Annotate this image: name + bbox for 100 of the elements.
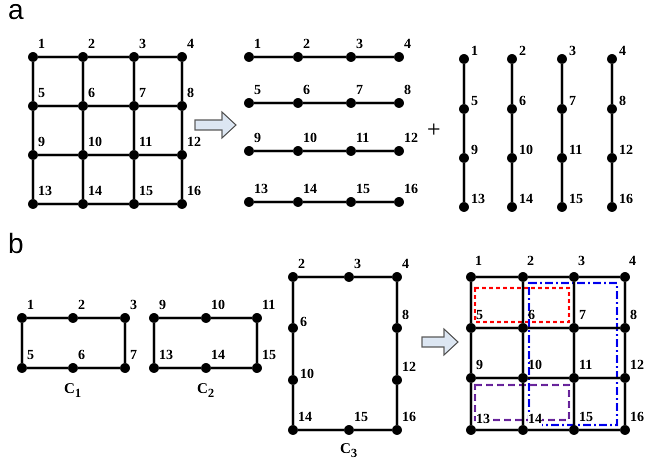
vertex-dot bbox=[346, 197, 356, 207]
vertex-number: 7 bbox=[579, 309, 586, 323]
vertex-number: 4 bbox=[187, 38, 194, 52]
vertex-dot bbox=[459, 104, 469, 114]
edge-line bbox=[152, 323, 156, 363]
edge-line bbox=[159, 366, 201, 370]
edge-line bbox=[139, 202, 177, 206]
vertex-dot bbox=[607, 153, 617, 163]
vertex-number: 5 bbox=[27, 349, 34, 363]
edge-line bbox=[180, 160, 184, 199]
vertex-number: 8 bbox=[402, 309, 409, 323]
edge-line bbox=[38, 56, 78, 58]
vertex-dot bbox=[518, 425, 528, 435]
vertex-dot bbox=[293, 197, 303, 207]
vertex-dot bbox=[28, 101, 38, 111]
edge-line bbox=[78, 366, 120, 370]
edge-line bbox=[38, 202, 78, 206]
vertex-dot bbox=[394, 146, 404, 156]
edge-line bbox=[528, 276, 569, 278]
vertex-dot bbox=[288, 375, 298, 385]
edge-line bbox=[462, 64, 466, 104]
vertex-dot bbox=[149, 313, 159, 323]
vertex-number: 11 bbox=[356, 132, 370, 146]
edge-line bbox=[303, 200, 346, 204]
edge-line bbox=[82, 111, 84, 150]
vertex-number: 9 bbox=[476, 359, 483, 373]
vertex-number: 6 bbox=[303, 84, 310, 98]
edge-line bbox=[256, 323, 258, 363]
vertex-number: 10 bbox=[528, 359, 542, 373]
vertex-dot bbox=[244, 52, 254, 62]
vertex-dot bbox=[177, 101, 187, 111]
edge-line bbox=[462, 114, 466, 153]
vertex-number: 9 bbox=[159, 299, 166, 313]
vertex-number: 14 bbox=[298, 411, 312, 425]
vertex-dot bbox=[392, 272, 402, 282]
vertex-number: 14 bbox=[528, 413, 542, 427]
vertex-number: 6 bbox=[519, 95, 526, 109]
edge-line bbox=[610, 64, 614, 104]
edge-line bbox=[124, 323, 126, 363]
vertex-dot bbox=[569, 373, 579, 383]
edge-line bbox=[356, 102, 394, 104]
edge-line bbox=[510, 114, 514, 153]
vertex-number: 14 bbox=[88, 185, 102, 199]
edge-line bbox=[354, 428, 392, 432]
vertex-number: 12 bbox=[404, 132, 418, 146]
edge-line bbox=[356, 200, 394, 204]
vertex-dot bbox=[459, 153, 469, 163]
vertex-number: 14 bbox=[519, 193, 533, 207]
edge-line bbox=[82, 62, 84, 101]
vertex-dot bbox=[466, 373, 476, 383]
edge-line bbox=[476, 376, 518, 380]
vertex-dot bbox=[557, 104, 567, 114]
edge-line bbox=[303, 150, 346, 152]
edge-line bbox=[292, 333, 294, 375]
edge-line bbox=[32, 160, 34, 199]
vertex-dot bbox=[129, 101, 139, 111]
edge-line bbox=[180, 111, 184, 150]
vertex-number: 15 bbox=[262, 349, 276, 363]
edge-line bbox=[139, 154, 177, 156]
edge-line bbox=[522, 383, 524, 425]
edge-line bbox=[88, 154, 129, 156]
vertex-dot bbox=[518, 373, 528, 383]
vertex-number: 6 bbox=[528, 309, 535, 323]
vertex-dot bbox=[78, 52, 88, 62]
edge-line bbox=[303, 102, 346, 104]
edge-line bbox=[510, 64, 514, 104]
vertex-number: 9 bbox=[38, 136, 45, 150]
edge-line bbox=[254, 102, 293, 104]
cycle-label: C$_{3}$ bbox=[340, 441, 358, 459]
vertex-number: 15 bbox=[139, 185, 153, 199]
vertex-dot bbox=[507, 153, 517, 163]
vertex-number: 5 bbox=[38, 87, 45, 101]
edge-line bbox=[396, 282, 398, 323]
vertex-dot bbox=[459, 54, 469, 64]
edge-line bbox=[396, 385, 398, 425]
edge-line bbox=[624, 383, 626, 425]
vertex-number: 1 bbox=[254, 38, 261, 52]
vertex-dot bbox=[78, 150, 88, 160]
vertex-number: 10 bbox=[303, 132, 317, 146]
vertex-number: 12 bbox=[630, 359, 644, 373]
edge-line bbox=[32, 111, 34, 150]
vertex-dot bbox=[466, 425, 476, 435]
vertex-number: 14 bbox=[211, 349, 225, 363]
vertex-number: 3 bbox=[578, 255, 585, 269]
vertex-number: 4 bbox=[404, 38, 411, 52]
vertex-number: 15 bbox=[356, 183, 370, 197]
edge-line bbox=[579, 276, 620, 278]
vertex-number: 2 bbox=[88, 38, 95, 52]
edge-line bbox=[298, 276, 344, 278]
edge-line bbox=[579, 376, 620, 380]
vertex-dot bbox=[28, 199, 38, 209]
vertex-dot bbox=[244, 146, 254, 156]
edge-line bbox=[292, 282, 294, 323]
vertex-dot bbox=[620, 425, 630, 435]
vertex-dot bbox=[620, 272, 630, 282]
cycle-label: C$_{1}$ bbox=[64, 381, 82, 401]
vertex-dot bbox=[518, 272, 528, 282]
vertex-number: 15 bbox=[354, 411, 368, 425]
vertex-number: 5 bbox=[254, 84, 261, 98]
vertex-dot bbox=[346, 98, 356, 108]
